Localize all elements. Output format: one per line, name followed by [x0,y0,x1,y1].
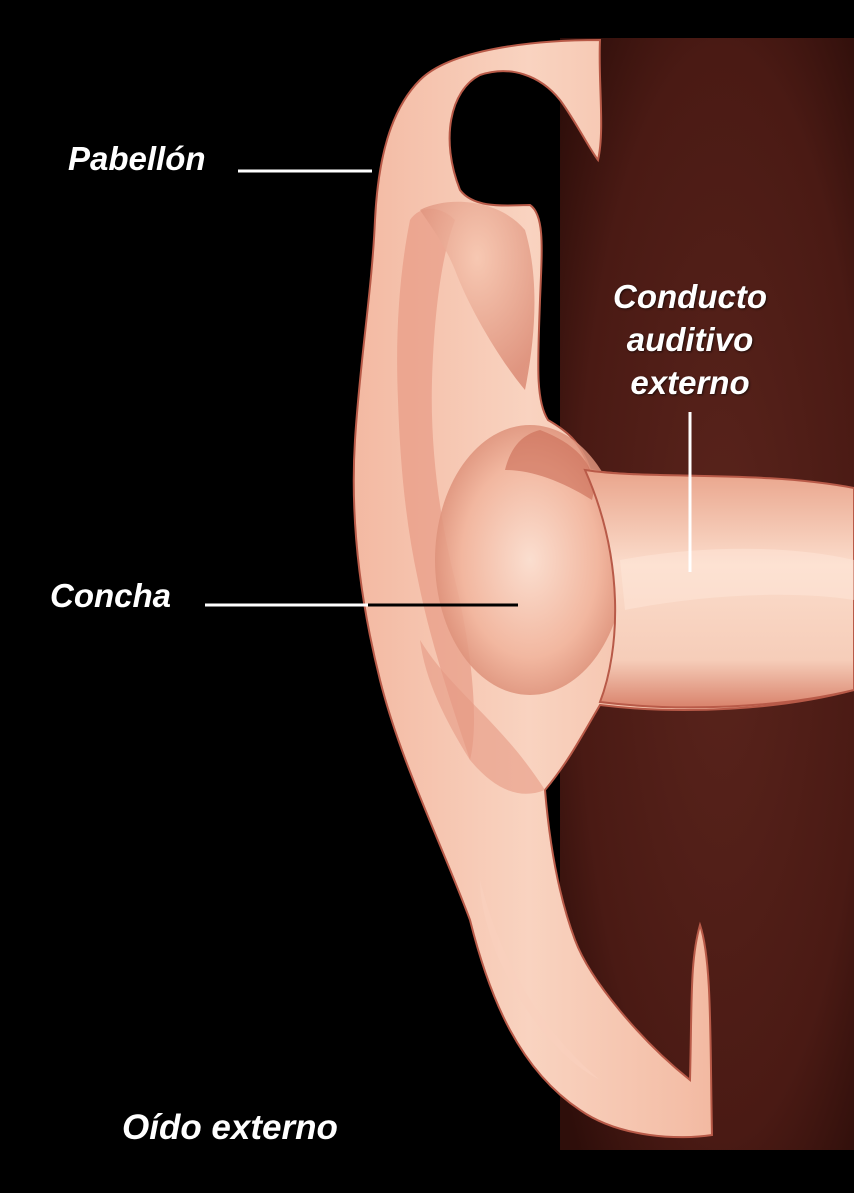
triangular-fossa [420,201,535,390]
label-conducto-line-1: Conducto [613,278,767,315]
diagram-caption: Oído externo [122,1108,338,1147]
label-pabellon: Pabellón [68,140,206,177]
label-conducto-line-3: externo [630,364,750,401]
label-conducto-line-2: auditivo [626,321,754,358]
concha-bowl [435,425,625,695]
label-conducto-auditivo-externo: Conducto auditivo externo [592,275,788,404]
ear-canal [583,468,854,709]
antitragus [420,640,545,794]
canal-highlight [620,548,854,610]
label-concha: Concha [50,577,172,614]
concha-shadow [505,430,594,500]
